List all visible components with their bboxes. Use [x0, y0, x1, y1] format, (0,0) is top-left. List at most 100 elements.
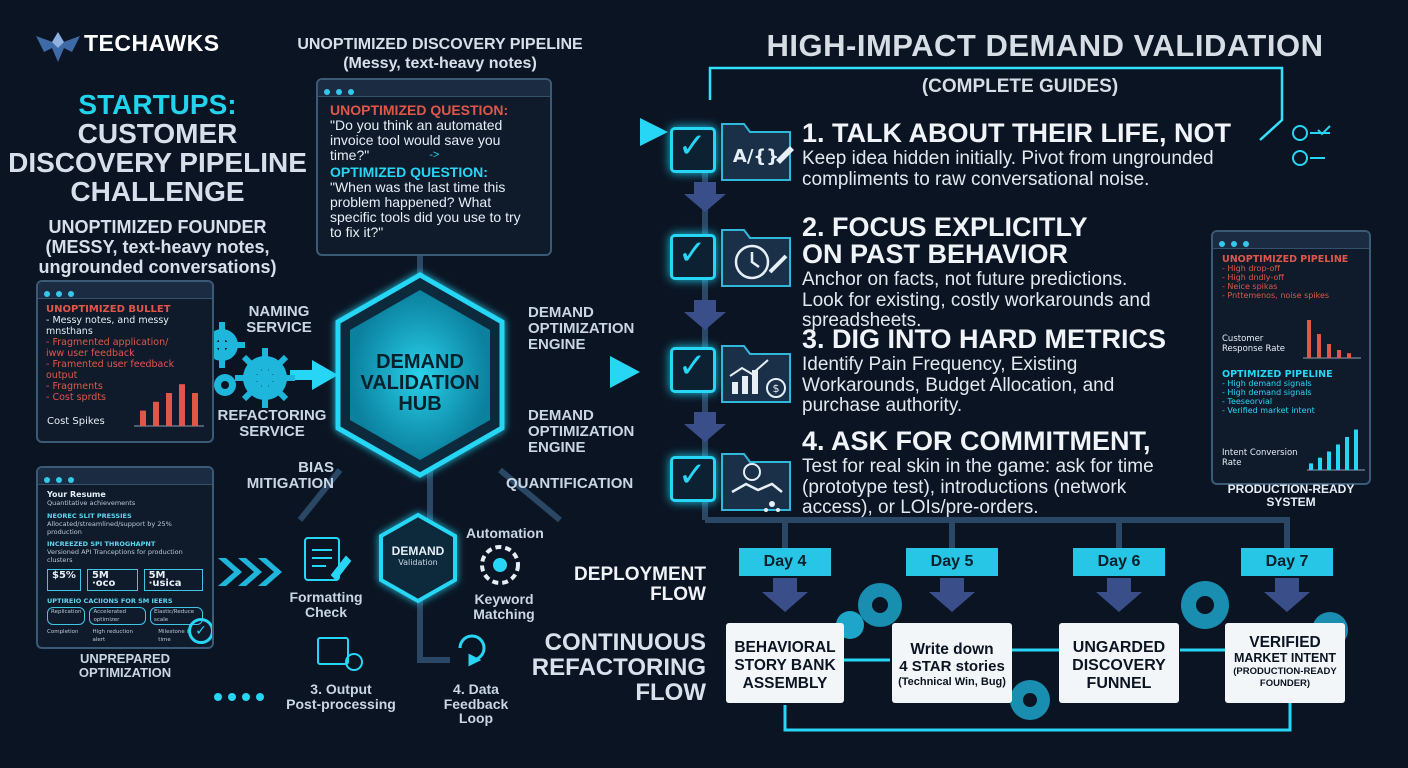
- window-titlebar: [38, 282, 212, 299]
- guide-frame: [708, 66, 1284, 141]
- step-title: 4. ASK FOR COMMITMENT,: [802, 426, 1151, 456]
- step-desc: compliments to raw conversational noise.: [802, 168, 1150, 190]
- day-5-tag: Day 5: [906, 548, 998, 576]
- metric-chip: $5%: [47, 569, 81, 591]
- step-3-checkbox[interactable]: ✓: [670, 346, 716, 393]
- resume-text: Allocated/streamlined/support by 25% pro…: [47, 520, 172, 536]
- response-rate-chart: [1303, 320, 1361, 359]
- production-window: UNOPTIMIZED PIPELINE - High drop-off - H…: [1211, 230, 1371, 485]
- eagle-logo-icon: [36, 32, 80, 62]
- step-desc: spreadsheets.: [802, 310, 922, 332]
- resume-row-label: Completion: [47, 629, 79, 635]
- question-text: "When was the last time this: [330, 179, 506, 195]
- hub-hexagon: [335, 272, 505, 478]
- code-folder-icon: A/{}: [721, 123, 794, 181]
- quantification-label: QUANTIFICATION: [506, 475, 634, 492]
- pipeline-header-line: (Messy, text-heavy notes): [343, 55, 537, 72]
- day-connectors: [840, 648, 1225, 662]
- cost-spikes-label: Cost Spikes: [47, 416, 105, 427]
- chart-bar: [1317, 334, 1321, 358]
- subtitle-line: UNOPTIMIZED FOUNDER: [48, 217, 267, 237]
- pipeline-line: - High dndly-off: [1222, 273, 1284, 282]
- question-text: invoice tool would save you: [330, 132, 501, 148]
- svg-text:$: $: [773, 382, 780, 395]
- arrow-hub-to-step3: [500, 356, 640, 388]
- title-line: CHALLENGE: [70, 176, 245, 207]
- chart-bar: [1327, 451, 1331, 470]
- skill-pill: Elastic/Reduce scale: [149, 607, 203, 625]
- chart-bar: [1327, 344, 1331, 358]
- window-titlebar: [1213, 232, 1369, 249]
- pipeline-line: - High drop-off: [1222, 264, 1280, 273]
- pipeline-line: - Pnttemenos, noise spikes: [1222, 291, 1330, 300]
- circuit-check-icon: [1292, 125, 1331, 166]
- chart-bar: [192, 393, 198, 426]
- chart-bar: [1307, 320, 1311, 358]
- metric-chip: 5M ·oco: [86, 569, 138, 591]
- label-line: UNPREPARED: [79, 651, 171, 666]
- step-desc: Test for real skin in the game: ask for …: [802, 456, 1154, 477]
- resume-title: Your Resume: [47, 490, 106, 499]
- step-2-checkbox[interactable]: ✓: [670, 233, 716, 280]
- handshake-folder-icon: [721, 453, 791, 512]
- step-4: 4. ASK FOR COMMITMENT, Test for real ski…: [802, 428, 1222, 519]
- metric-chip: 5M ·usica: [143, 569, 203, 591]
- step-1-checkbox[interactable]: ✓: [670, 126, 716, 173]
- question-text: specific tools did you use to try: [330, 209, 521, 225]
- window-titlebar: [318, 80, 550, 97]
- chart-bar: [140, 410, 146, 426]
- step-desc: Look for existing, costly workarounds an…: [802, 289, 1151, 311]
- skill-pill: Accelerated optimizer: [89, 607, 146, 625]
- check-circle-icon: ✓: [188, 618, 212, 644]
- chart-bar: [166, 393, 172, 426]
- left-subtitle: UNOPTIMIZED FOUNDER (MESSY, text-heavy n…: [0, 217, 315, 277]
- day-4-tag: Day 4: [739, 548, 831, 576]
- title-line: DISCOVERY PIPELINE: [8, 147, 307, 178]
- arrow-gears-to-hub: [290, 360, 338, 390]
- gears-cluster-icon: [199, 322, 295, 408]
- deployment-flow-label: DEPLOYMENT FLOW: [574, 564, 706, 605]
- chevron-arrows-icon: [218, 558, 282, 586]
- step-desc: Workarounds, Budget Allocation, and: [802, 374, 1115, 396]
- continuous-flow-label: CONTINUOUS REFACTORING FLOW: [531, 629, 706, 706]
- day-7-card: VERIFIED MARKET INTENT (PRODUCTION-READY…: [1225, 623, 1345, 703]
- guide-subtitle: (COMPLETE GUIDES): [921, 76, 1119, 97]
- step-1: 1. TALK ABOUT THEIR LIFE, NOT Keep idea …: [802, 120, 1272, 190]
- bullet-line: - Messy notes, and messy: [46, 315, 169, 326]
- question-text: to fix it?": [330, 224, 384, 240]
- brand-name: TECHAWKS: [84, 30, 220, 56]
- step-title: ON PAST BEHAVIOR: [802, 239, 1069, 269]
- bullet-line: - Fragmented application/: [46, 337, 169, 348]
- step-down-arrows: [684, 182, 726, 442]
- step-desc: purchase authority.: [802, 395, 963, 417]
- step-4-checkbox[interactable]: ✓: [670, 455, 716, 502]
- question-text: "Do you think an automated: [330, 117, 503, 133]
- pipeline-line: - Neice spikas: [1222, 282, 1278, 291]
- pipeline-line: - High demand signals: [1222, 388, 1312, 397]
- label-line: OPTIMIZATION: [78, 664, 172, 680]
- pipeline-header-line: UNOPTIMIZED DISCOVERY PIPELINE: [297, 36, 583, 53]
- bullet-window-title: UNOPTIMIZED BULLET: [46, 304, 171, 315]
- title-line: STARTUPS:: [78, 89, 237, 120]
- bullet-line: - Fragments: [46, 381, 103, 392]
- hub-label: DEMAND VALIDATION HUB: [340, 352, 500, 415]
- keyword-gear-icon: [480, 545, 520, 585]
- small-hub-label: DEMAND Validation: [391, 544, 445, 568]
- chart-bar: [1337, 350, 1341, 358]
- day-7-tag: Day 7: [1241, 548, 1333, 576]
- skill-pill: Replication: [47, 607, 86, 625]
- bullet-line: iww user feedback: [46, 348, 135, 359]
- day-6-tag: Day 6: [1073, 548, 1165, 576]
- bullet-line: mnsthans: [46, 326, 93, 337]
